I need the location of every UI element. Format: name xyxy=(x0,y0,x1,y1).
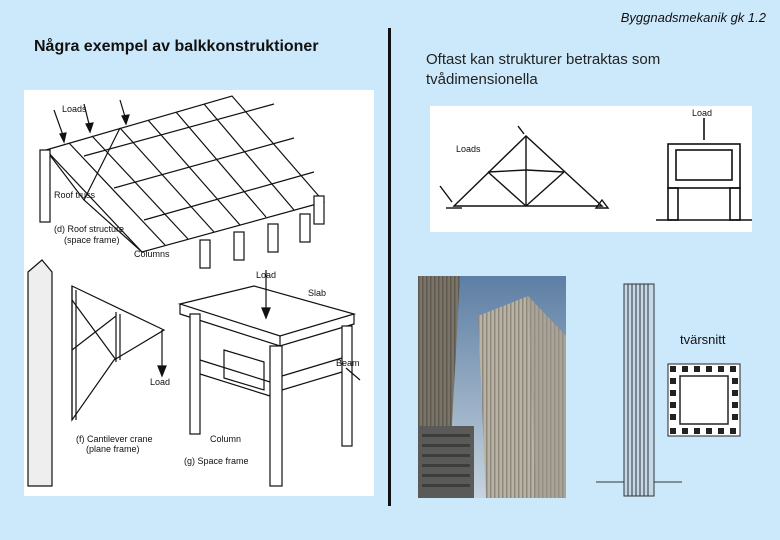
course-header: Byggnadsmekanik gk 1.2 xyxy=(620,10,766,25)
plane-frame-drawing xyxy=(656,118,752,221)
crane-load-label: Load xyxy=(150,377,170,387)
roof-truss-label: Roof truss xyxy=(54,190,96,200)
two-dimensional-figure: Loads Load xyxy=(430,106,752,232)
structure-examples-figure: Loads Roof truss (d) Roof structure (spa… xyxy=(24,90,374,496)
frame-load-label: Load xyxy=(256,270,276,280)
tower-photo-drawing xyxy=(418,276,566,498)
column-label: Column xyxy=(210,434,241,444)
crane-caption-1: (f) Cantilever crane xyxy=(76,434,153,444)
roof-loads-label: Loads xyxy=(62,104,87,114)
left-title: Några exempel av balkkonstruktioner xyxy=(34,38,319,55)
space-frame-drawing xyxy=(177,270,361,487)
tower-photo xyxy=(418,276,566,498)
space-frame-caption: (g) Space frame xyxy=(184,456,249,466)
truss-and-frame-drawing: Loads Load xyxy=(439,108,752,221)
columns-label: Columns xyxy=(134,249,170,259)
cantilever-crane-drawing xyxy=(27,259,167,487)
column-cross-section-drawing: tvärsnitt xyxy=(596,283,741,497)
plane-truss-drawing xyxy=(439,125,610,209)
cross-section-label: tvärsnitt xyxy=(680,332,726,347)
slab-label: Slab xyxy=(308,288,326,298)
frame-load-label-right: Load xyxy=(692,108,712,118)
right-intro-text: Oftast kan strukturer betraktas som tvåd… xyxy=(426,51,661,88)
roof-caption-2: (space frame) xyxy=(64,235,120,245)
cross-section-studs xyxy=(670,366,738,434)
truss-loads-label: Loads xyxy=(456,144,481,154)
roof-caption-1: (d) Roof structure xyxy=(54,224,124,234)
hollow-tube-cross-section xyxy=(667,363,741,437)
structure-examples-drawing: Loads Roof truss (d) Roof structure (spa… xyxy=(27,95,361,487)
vertical-divider xyxy=(388,28,391,506)
crane-caption-2: (plane frame) xyxy=(86,444,140,454)
beam-label: Beam xyxy=(336,358,360,368)
roof-structure-drawing xyxy=(39,95,326,269)
column-elevation xyxy=(596,283,682,497)
